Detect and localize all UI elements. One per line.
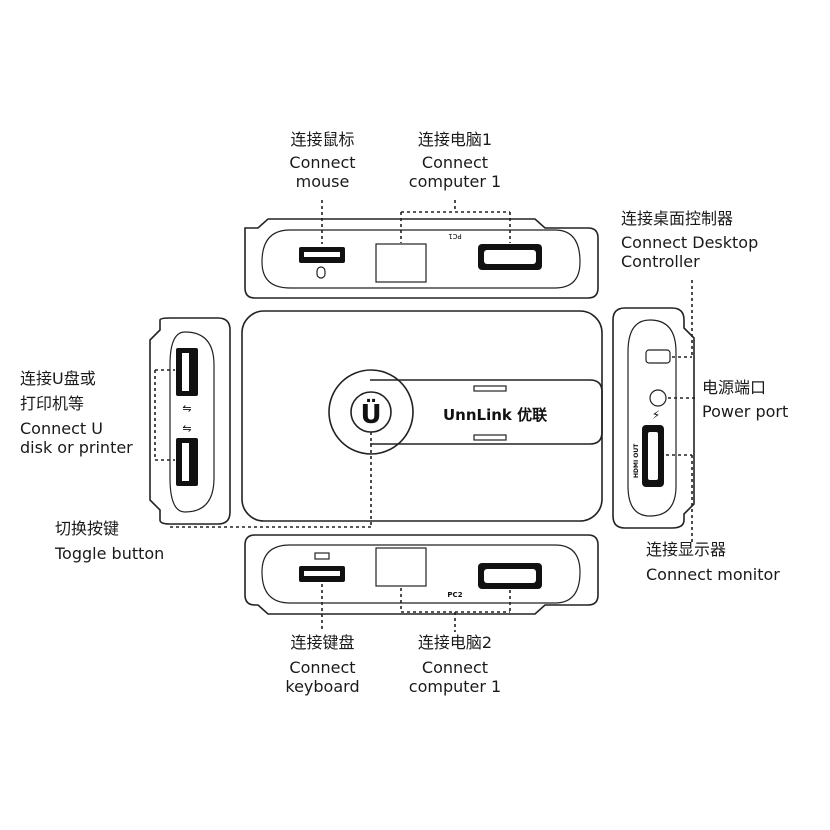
usb-icon: ⇋ (182, 402, 191, 415)
desktop-label-zh: 连接桌面控制器 (621, 209, 734, 228)
toggle-label-en: Toggle button (55, 544, 165, 563)
callout-lines (154, 200, 695, 632)
usb-label-zh1: 连接U盘或 (20, 369, 96, 388)
power-label: 电源端口 Power port (702, 378, 788, 421)
desktop-label-en2: Controller (621, 252, 700, 271)
usb-label: 连接U盘或 打印机等 Connect U disk or printer (20, 369, 133, 457)
pc1-label: 连接电脑1 Connect computer 1 (392, 130, 518, 191)
pc1-label-en1: Connect (421, 153, 489, 172)
pc1-usb-b-port (375, 243, 427, 283)
usb-label-en2: disk or printer (20, 438, 133, 457)
power-label-zh: 电源端口 (702, 378, 767, 397)
power-label-en: Power port (702, 402, 789, 421)
toggle-label: 切换按键 Toggle button (55, 519, 164, 563)
top-panel: PC1 (244, 218, 599, 299)
left-panel: ⇋ ⇋ (149, 317, 231, 525)
desktop-controller-port (645, 349, 671, 364)
mouse-icon (316, 266, 326, 279)
keyboard-label-en2: keyboard (285, 677, 360, 696)
bottom-panel: PC2 (244, 534, 599, 615)
desktop-label-en1: Connect Desktop (621, 233, 759, 252)
brand-logo: UnnLink 优联 (443, 406, 548, 424)
keyboard-label-en1: Connect (289, 658, 356, 677)
power-icon: ⚡ (652, 408, 660, 422)
pc2-port-label: PC2 (447, 591, 462, 599)
power-port (649, 389, 667, 407)
usb-icon: ⇋ (182, 422, 191, 435)
right-panel: ⚡ HDMI OUT (612, 307, 695, 529)
mouse-label-zh: 连接鼠标 (290, 130, 355, 149)
monitor-label: 连接显示器 Connect monitor (646, 540, 780, 584)
pc2-label-zh: 连接电脑2 (417, 633, 493, 652)
keyboard-label-zh: 连接键盘 (290, 633, 355, 652)
pc1-label-zh: 连接电脑1 (417, 130, 493, 149)
monitor-label-zh: 连接显示器 (646, 540, 727, 559)
button-glyph: Ü (360, 397, 381, 430)
toggle-label-zh: 切换按键 (55, 519, 120, 538)
monitor-label-en: Connect monitor (646, 565, 780, 584)
mouse-label-en2: mouse (295, 172, 350, 191)
pc2-label: 连接电脑2 Connect computer 1 (392, 633, 518, 696)
center-device: Ü UnnLink 优联 (241, 310, 603, 522)
usb-label-zh2: 打印机等 (20, 394, 85, 413)
mouse-label: 连接鼠标 Connect mouse (270, 130, 375, 191)
pc2-usb-b-port (375, 547, 427, 587)
pc1-label-en2: computer 1 (408, 172, 502, 191)
pc1-port-label: PC1 (448, 232, 462, 240)
keyboard-label: 连接键盘 Connect keyboard (270, 633, 375, 696)
pc2-label-en1: Connect (421, 658, 489, 677)
pc2-label-en2: computer 1 (408, 677, 502, 696)
hdmi-label: HDMI OUT (633, 443, 640, 478)
mouse-label-en1: Connect (289, 153, 356, 172)
desktop-label: 连接桌面控制器 Connect Desktop Controller (621, 209, 758, 271)
usb-label-en1: Connect U (20, 419, 103, 438)
